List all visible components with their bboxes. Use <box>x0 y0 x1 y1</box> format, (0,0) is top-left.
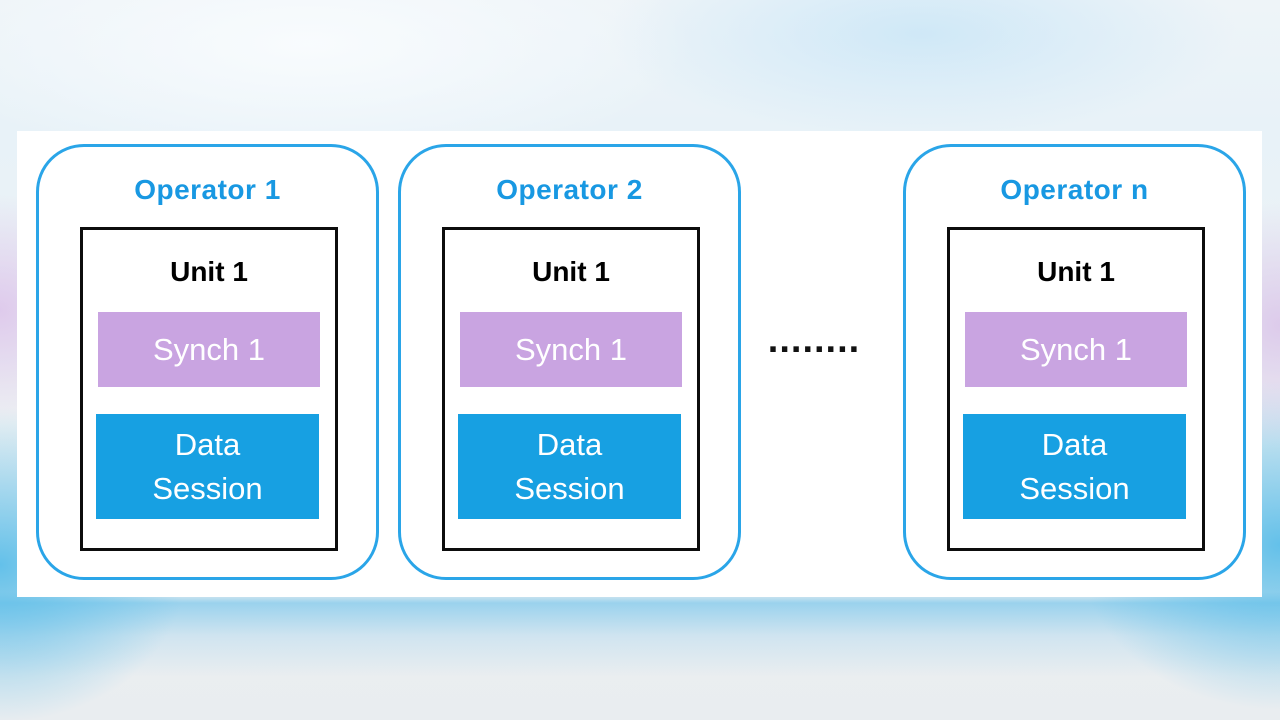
operator-n-unit-label: Unit 1 <box>1037 256 1115 287</box>
operator-1-data-session-box: Data Session <box>96 414 319 519</box>
operator-n-label: Operator n <box>1000 174 1149 205</box>
operator-n-synch-label: Synch 1 <box>1019 331 1132 367</box>
operator-card-2: Operator 2 Unit 1 Synch 1 Data Session <box>398 144 741 580</box>
operator-2-data-session-box: Data Session <box>458 414 681 519</box>
operator-2-data-session-label: Data Session <box>514 426 625 506</box>
operator-1-data-session-label: Data Session <box>152 426 263 506</box>
operator-2-unit-label: Unit 1 <box>532 256 610 287</box>
operator-1-label: Operator 1 <box>134 174 281 205</box>
operator-card-1: Operator 1 Unit 1 Synch 1 Data Session <box>36 144 379 580</box>
operator-card-n: Operator n Unit 1 Synch 1 Data Session <box>903 144 1246 580</box>
operator-n-unit-box: Unit 1 Synch 1 Data Session <box>947 227 1205 551</box>
ellipsis-dots: ........ <box>767 318 861 361</box>
operator-n-data-session-box: Data Session <box>963 414 1186 519</box>
operator-n-synch-box: Synch 1 <box>965 312 1187 387</box>
diagram-panel: Operator 1 Unit 1 Synch 1 Data Session O… <box>17 131 1262 597</box>
operator-1-synch-label: Synch 1 <box>152 331 265 367</box>
operator-n-data-session-label: Data Session <box>1019 426 1130 506</box>
operator-1-unit-box: Unit 1 Synch 1 Data Session <box>80 227 338 551</box>
operator-1-unit-label: Unit 1 <box>170 256 248 287</box>
operator-2-unit-box: Unit 1 Synch 1 Data Session <box>442 227 700 551</box>
operator-1-synch-box: Synch 1 <box>98 312 320 387</box>
operator-2-label: Operator 2 <box>496 174 643 205</box>
operator-2-synch-box: Synch 1 <box>460 312 682 387</box>
operator-2-synch-label: Synch 1 <box>514 331 627 367</box>
